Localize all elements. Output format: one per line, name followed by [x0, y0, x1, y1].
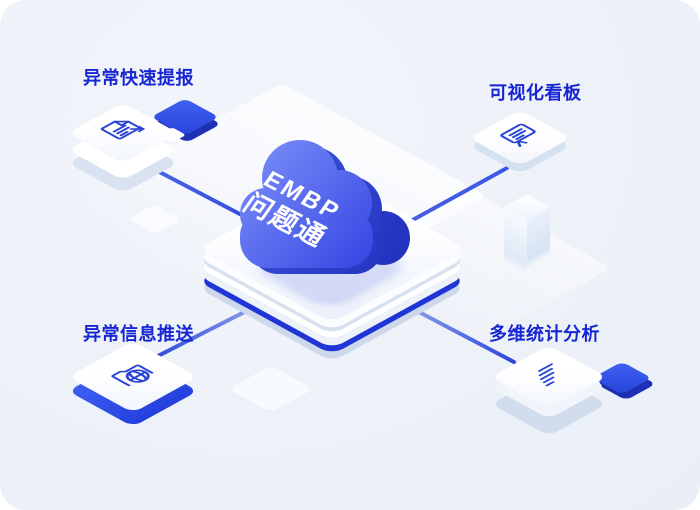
- connector-top-right: [398, 166, 509, 229]
- cloud-body: [240, 140, 373, 268]
- folder-globe-icon: [111, 364, 154, 387]
- label-top-right: 可视化看板: [489, 83, 582, 103]
- dashboard-board-icon: [500, 123, 536, 147]
- label-top-left: 异常快速提报: [83, 68, 194, 88]
- label-bottom-right: 多维统计分析: [489, 324, 600, 344]
- cloud-shape: [240, 140, 410, 274]
- trend-lines-icon: [537, 363, 555, 387]
- label-bottom-left: 异常信息推送: [83, 324, 194, 344]
- report-document-icon: [100, 120, 145, 140]
